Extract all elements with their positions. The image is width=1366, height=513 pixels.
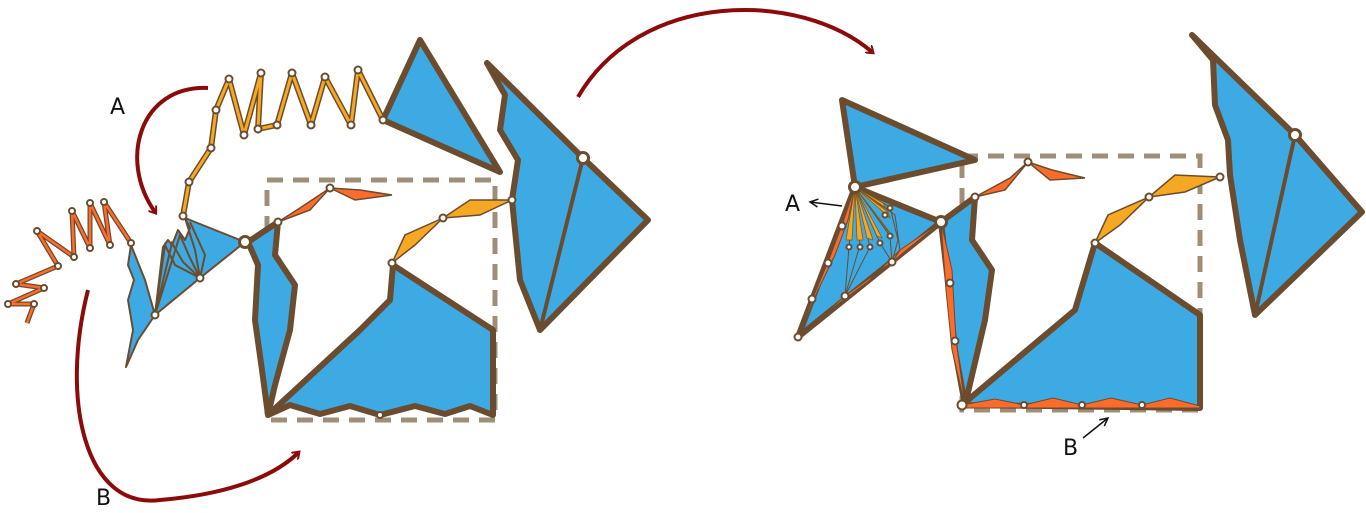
- label-b-left: B: [96, 486, 111, 511]
- left-right-piece-crease: [538, 157, 585, 331]
- right-bottom-piece: [959, 240, 1203, 411]
- right-right-piece: [1189, 32, 1365, 318]
- right-top-triangle: [839, 97, 978, 190]
- right-right-piece-crease: [1253, 134, 1297, 316]
- label-a-left: A: [110, 95, 125, 120]
- right-vertices: [793, 128, 1302, 411]
- right-figure: A B: [785, 32, 1365, 461]
- pointer-a-right: [808, 198, 843, 208]
- left-right-piece: [484, 60, 651, 333]
- left-fan-piece: [154, 217, 246, 316]
- left-vertices: [4, 65, 590, 419]
- pointer-b-right: [1082, 416, 1110, 439]
- left-figure: A B: [4, 37, 651, 511]
- arrow-b-left: [74, 289, 298, 503]
- label-b-right: B: [1063, 436, 1078, 461]
- left-orange-zigzag-fill: [6, 200, 133, 324]
- label-a-right: A: [785, 192, 800, 217]
- transform-arrow: [576, 8, 872, 99]
- left-bottom-piece: [265, 262, 496, 418]
- arrow-a-left: [135, 85, 209, 212]
- left-fan-folds: [154, 217, 207, 316]
- left-thin-strip: [125, 244, 156, 368]
- left-orange-top-chain: [277, 187, 393, 223]
- left-strip-piece: [245, 219, 298, 418]
- right-dashed-bounds: [959, 153, 1203, 413]
- right-yellow-fan: [845, 186, 892, 241]
- right-orange-top-chain: [974, 161, 1086, 198]
- right-left-triangle: [795, 184, 944, 340]
- left-top-triangle: [380, 37, 503, 175]
